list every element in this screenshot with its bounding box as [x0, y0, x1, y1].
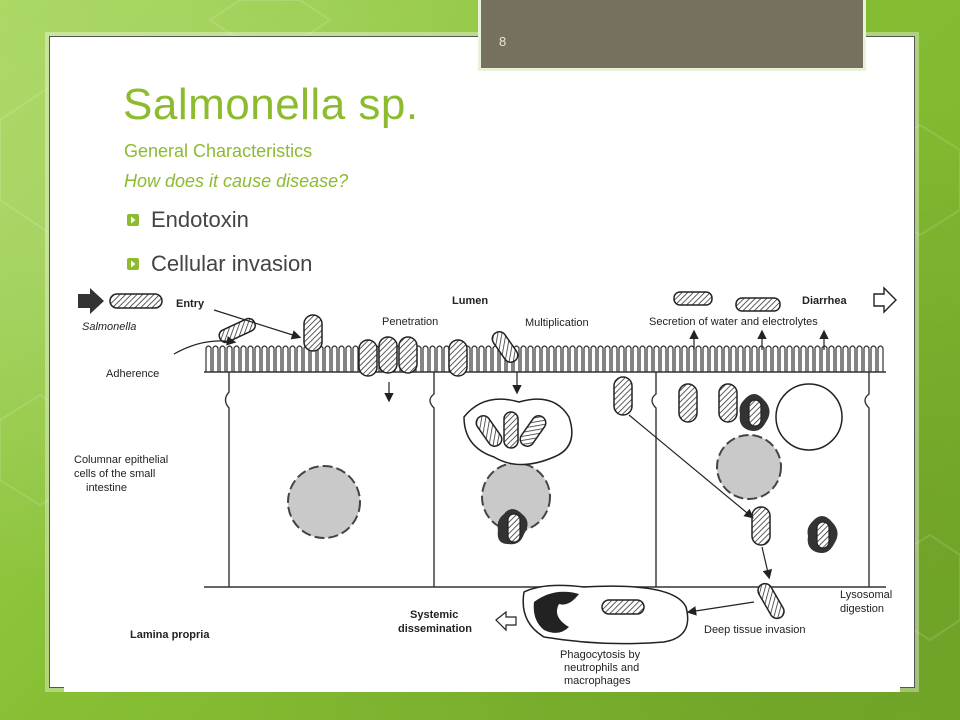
label-columnar-1: Columnar epithelial [74, 454, 168, 466]
label-deep-tissue: Deep tissue invasion [704, 624, 806, 636]
bullet-item-cellular-invasion: Cellular invasion [126, 249, 312, 293]
label-systemic-1: Systemic [410, 609, 458, 621]
label-salmonella: Salmonella [82, 321, 136, 333]
label-columnar-3: intestine [86, 482, 127, 494]
phagocyte-nucleus [533, 591, 579, 633]
salmonella-invasion-diagram: Entry Salmonella Adherence Lumen Penetra… [64, 282, 900, 692]
salmonella-bacterium [303, 314, 323, 352]
bullet-arrow-icon [127, 214, 139, 226]
salmonella-bacterium [751, 506, 771, 546]
label-diarrhea: Diarrhea [802, 295, 848, 307]
bullet-list: Endotoxin Cellular invasion [126, 205, 312, 293]
entry-arrow-icon [78, 288, 104, 314]
label-lamina-propria: Lamina propria [130, 629, 210, 641]
salmonella-bacterium [109, 293, 163, 309]
diarrhea-arrow-icon [873, 286, 897, 314]
label-lysosomal-1: Lysosomal [840, 589, 892, 601]
label-phagocytosis-2: neutrophils and [564, 662, 639, 674]
salmonella-bacterium [358, 339, 378, 377]
cell-nuclei [287, 434, 782, 539]
label-lumen: Lumen [452, 295, 488, 307]
cell-boundaries [224, 372, 870, 587]
bullet-text: Endotoxin [151, 207, 249, 232]
bacteria [109, 291, 785, 620]
diagram-labels: Entry Salmonella Adherence Lumen Penetra… [74, 295, 892, 687]
salmonella-bacterium [378, 336, 398, 374]
slide-subtitle: General Characteristics [124, 141, 313, 161]
slide-number: 8 [499, 34, 507, 49]
salmonella-bacterium [673, 291, 713, 306]
salmonella-bacterium [398, 336, 418, 374]
salmonella-bacterium [448, 339, 468, 377]
label-phagocytosis-3: macrophages [564, 675, 631, 687]
bullet-item-endotoxin: Endotoxin [126, 205, 312, 249]
label-penetration: Penetration [382, 316, 438, 328]
label-systemic-2: dissemination [398, 623, 472, 635]
label-columnar-2: cells of the small [74, 468, 155, 480]
flow-arrows [173, 309, 829, 616]
salmonella-bacterium [491, 331, 519, 363]
salmonella-bacterium [735, 297, 781, 312]
label-adherence: Adherence [106, 368, 159, 380]
bullet-text: Cellular invasion [151, 251, 313, 276]
label-multiplication: Multiplication [525, 317, 589, 329]
salmonella-bacterium [613, 376, 633, 416]
slide-number-tab: 8 [478, 0, 866, 71]
label-secretion: Secretion of water and electrolytes [649, 316, 818, 328]
label-phagocytosis-1: Phagocytosis by [560, 649, 641, 661]
dissemination-arrow-icon [495, 610, 517, 632]
label-lysosomal-2: digestion [840, 603, 884, 615]
bullet-arrow-icon [127, 258, 139, 270]
slide-title: Salmonella sp. [123, 80, 419, 129]
salmonella-bacterium [757, 582, 785, 620]
slide-question: How does it cause disease? [124, 171, 349, 191]
label-entry: Entry [176, 298, 205, 310]
